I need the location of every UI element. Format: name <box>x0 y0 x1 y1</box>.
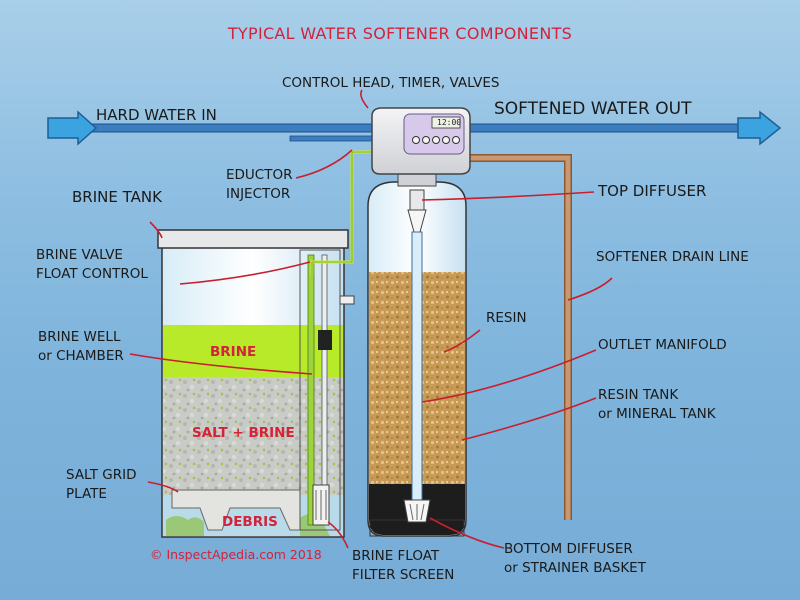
leader-control-head <box>360 89 369 109</box>
tank-label-debris: DEBRIS <box>222 514 278 530</box>
label-chamber: or CHAMBER <box>38 348 124 364</box>
leader-salt-grid <box>147 481 179 493</box>
label-eductor: EDUCTOR <box>226 167 293 183</box>
leader-brine-well <box>129 353 313 375</box>
leader-drain-line <box>567 277 613 301</box>
label-softener-drain-line: SOFTENER DRAIN LINE <box>596 249 749 265</box>
control-button <box>422 136 430 144</box>
label-brine-valve: BRINE VALVE <box>36 247 123 263</box>
label-salt-grid: SALT GRID <box>66 467 137 483</box>
label-mineral-tank: or MINERAL TANK <box>598 406 716 422</box>
brine-tank <box>157 229 355 538</box>
leader-brine-tank <box>149 221 163 239</box>
control-button <box>442 136 450 144</box>
resin-tank <box>367 181 467 537</box>
leader-resin-tank <box>461 397 597 441</box>
leader-bottom-diffuser <box>429 517 505 549</box>
label-injector: INJECTOR <box>226 186 291 202</box>
drain-line <box>468 154 572 520</box>
label-float-control: FLOAT CONTROL <box>36 266 148 282</box>
leader-resin <box>443 329 481 353</box>
inlet-arrow-icon <box>47 110 98 146</box>
tank-label-brine: BRINE <box>210 344 257 360</box>
label-bottom-diffuser: BOTTOM DIFFUSER <box>504 541 633 557</box>
leader-lines <box>129 89 613 549</box>
leader-outlet-manifold <box>421 349 597 403</box>
outlet-arrow-icon <box>737 110 782 146</box>
label-hard-water-in: HARD WATER IN <box>96 106 217 124</box>
label-brine-tank: BRINE TANK <box>72 188 162 206</box>
control-button <box>432 136 440 144</box>
brine-tank-lid <box>157 229 349 249</box>
timer-display <box>431 116 461 129</box>
control-button <box>452 136 460 144</box>
label-resin: RESIN <box>486 310 527 326</box>
label-top-diffuser: TOP DIFFUSER <box>598 182 707 200</box>
label-control-head: CONTROL HEAD, TIMER, VALVES <box>282 75 500 91</box>
riser-tube <box>411 231 423 508</box>
tank-label-salt-brine: SALT + BRINE <box>192 425 295 441</box>
label-brine-well: BRINE WELL <box>38 329 121 345</box>
label-filter-screen: FILTER SCREEN <box>352 567 455 583</box>
label-brine-float: BRINE FLOAT <box>352 548 440 564</box>
copyright-credit: © InspectApedia.com 2018 <box>150 547 322 562</box>
leader-eductor <box>295 149 353 179</box>
diagram-title: TYPICAL WATER SOFTENER COMPONENTS <box>227 24 573 43</box>
overflow-fitting <box>339 295 355 305</box>
label-plate: PLATE <box>66 486 107 502</box>
control-button <box>412 136 420 144</box>
leader-brine-valve <box>179 261 311 285</box>
label-outlet-manifold: OUTLET MANIFOLD <box>598 337 727 353</box>
timer-display-text: 12:00 <box>437 118 462 127</box>
brine-float <box>318 330 332 350</box>
leader-brine-float <box>327 521 349 549</box>
leader-top-diffuser <box>421 191 595 201</box>
label-softened-water-out: SOFTENED WATER OUT <box>494 99 692 119</box>
label-resin-tank: RESIN TANK <box>598 387 679 403</box>
label-strainer-basket: or STRAINER BASKET <box>504 560 646 576</box>
control-head <box>371 107 471 187</box>
